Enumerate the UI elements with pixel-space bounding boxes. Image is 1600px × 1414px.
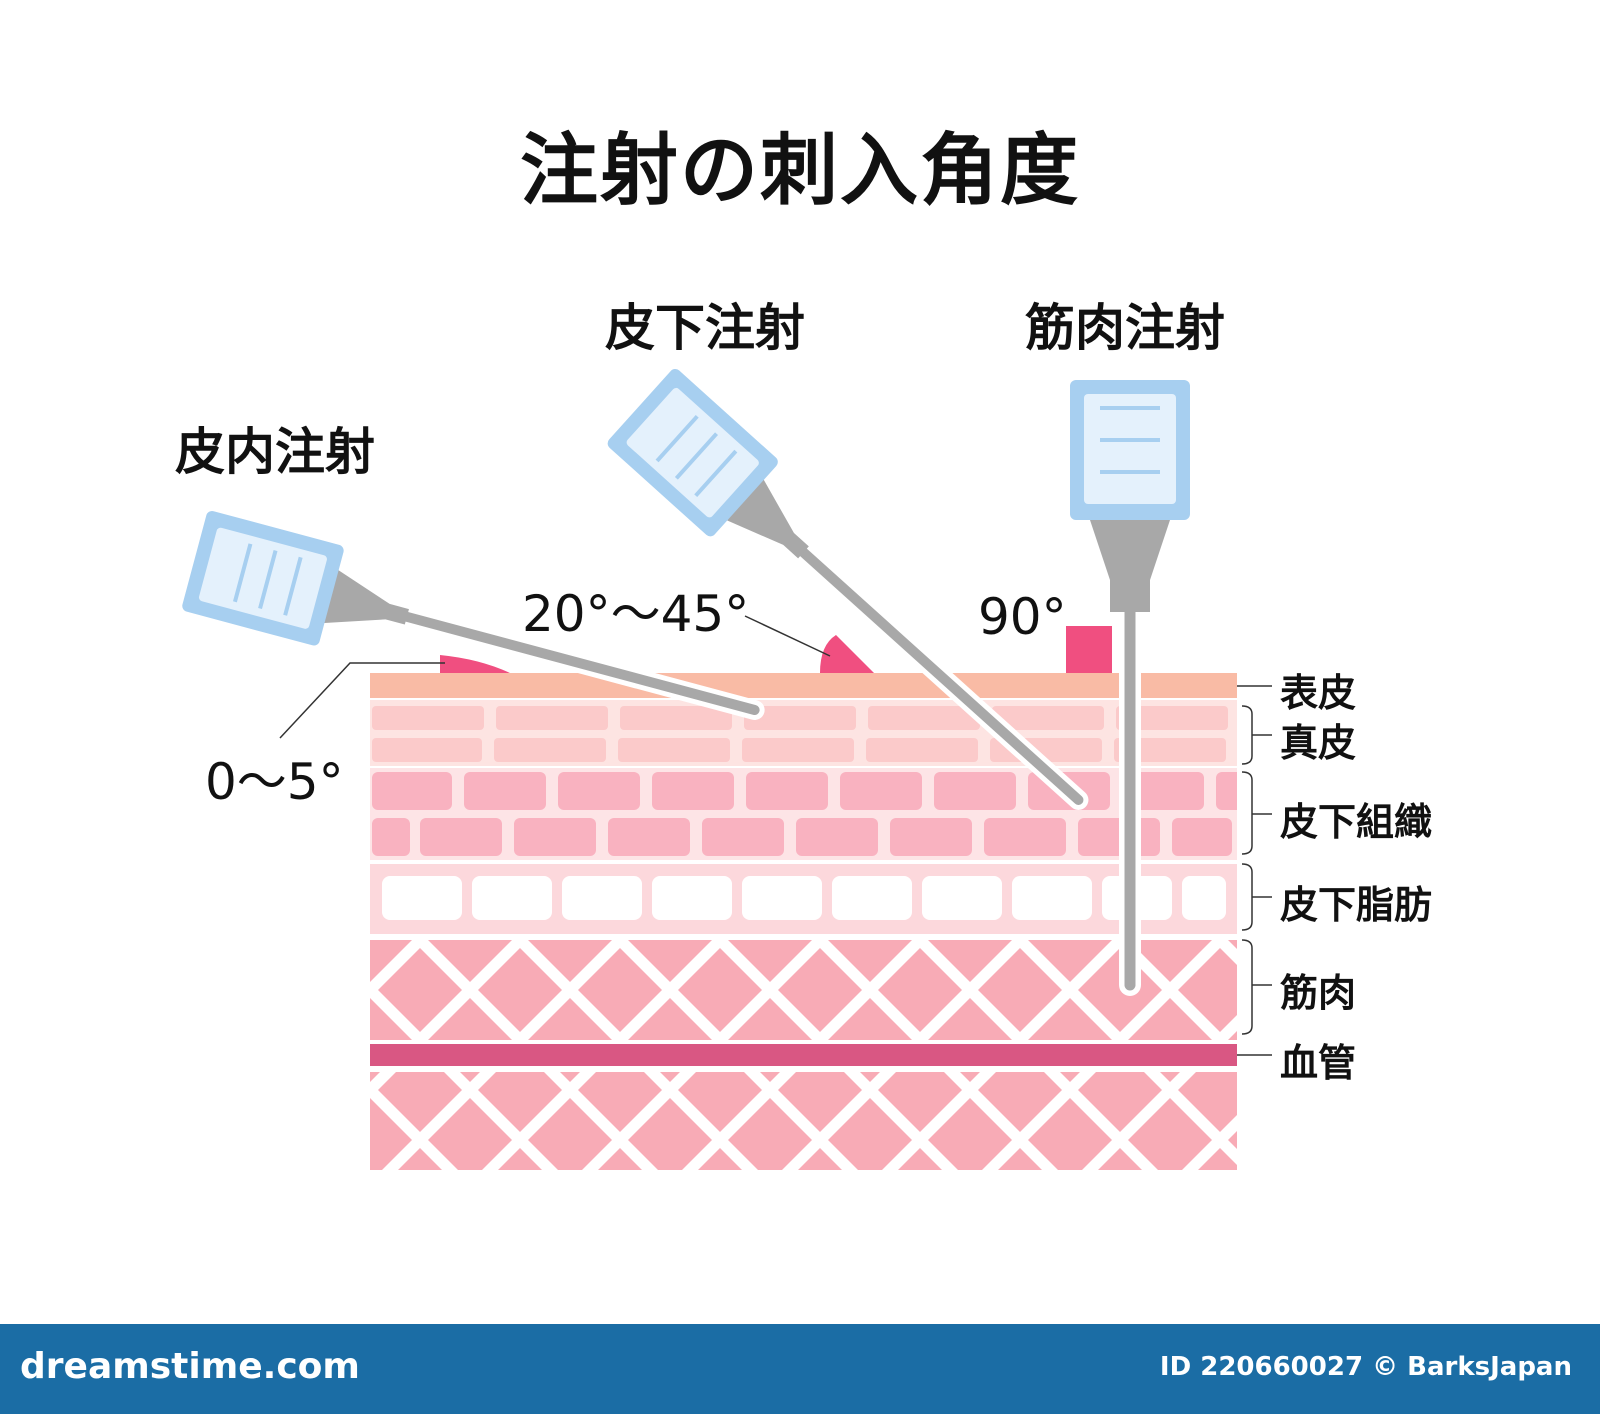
angle-subcutaneous: 20°〜45° — [522, 585, 750, 643]
angle-intradermal: 0〜5° — [205, 753, 344, 811]
muscle-layer-lower — [370, 1072, 1237, 1170]
footer-bar: dreamstime.com ID 220660027 © BarksJapan — [0, 1324, 1600, 1414]
angle-intramuscular: 90° — [978, 588, 1067, 646]
tissue-bricks — [372, 772, 1237, 856]
label-intradermal: 皮内注射 — [175, 423, 375, 481]
blood-vessel — [370, 1044, 1237, 1066]
angle-mark-intradermal — [440, 655, 510, 673]
layer-label-muscle: 筋肉 — [1280, 971, 1357, 1015]
muscle-layer-upper — [370, 940, 1237, 1040]
layer-label-dermis: 真皮 — [1280, 721, 1357, 765]
angle-mark-subcutaneous — [820, 635, 874, 673]
syringe-intramuscular — [1070, 380, 1190, 996]
leader-line-intradermal — [279, 662, 445, 739]
leader-line-subcutaneous — [744, 615, 831, 657]
layer-label-blood-vessel: 血管 — [1280, 1041, 1357, 1085]
layer-label-subcutaneous-tissue: 皮下組織 — [1280, 800, 1433, 844]
layer-brackets — [1241, 705, 1272, 1035]
footer-brand-link[interactable]: dreamstime.com — [20, 1346, 360, 1387]
syringe-intradermal — [182, 511, 765, 720]
angle-mark-intramuscular — [1066, 626, 1112, 673]
skin-cross-section — [370, 673, 1237, 1170]
syringe-subcutaneous — [607, 368, 1089, 810]
fat-cells — [382, 876, 1226, 920]
page-title: 注射の刺入角度 — [519, 126, 1080, 216]
layer-label-epidermis: 表皮 — [1280, 671, 1357, 715]
label-intramuscular: 筋肉注射 — [1025, 299, 1225, 357]
layer-label-subcutaneous-fat: 皮下脂肪 — [1280, 883, 1433, 927]
dermis-bricks — [372, 706, 1228, 762]
epidermis-layer — [370, 673, 1237, 698]
label-subcutaneous: 皮下注射 — [605, 299, 805, 357]
footer-credit: ID 220660027 © BarksJapan — [1159, 1352, 1572, 1382]
